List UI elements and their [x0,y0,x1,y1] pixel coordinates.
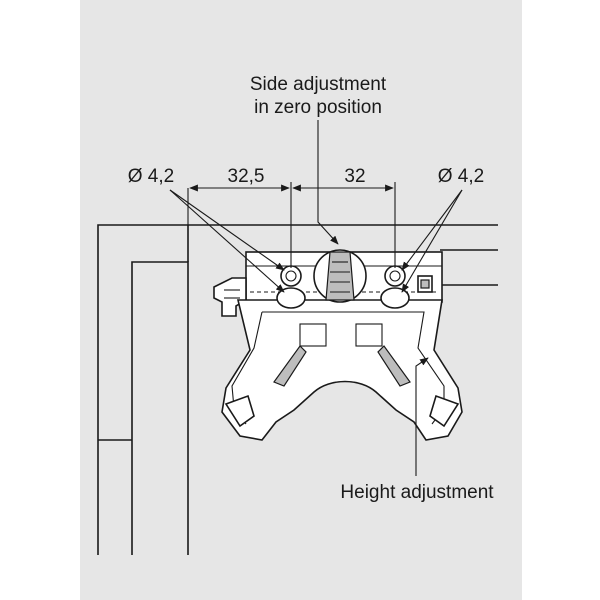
hole-diameter-label-left: Ø 4,2 [128,166,174,187]
dimension-lines [187,182,396,268]
side-adjustment-label-line2: in zero position [254,97,382,118]
screw-hole-left [276,265,306,309]
leader-lines [169,120,463,476]
side-adjustment-knob [313,249,367,303]
hole-diameter-label-right: Ø 4,2 [438,166,484,187]
rear-clip [213,277,247,317]
screw-hole-right [380,265,410,309]
cabinet-outline [97,224,498,555]
height-adjustment-label: Height adjustment [340,482,494,503]
dimension-label-left: 32,5 [228,166,265,187]
lock-tab [417,275,433,293]
locking-device [221,299,463,441]
dimension-label-right: 32 [344,166,365,187]
side-adjustment-label-line1: Side adjustment [250,74,387,95]
